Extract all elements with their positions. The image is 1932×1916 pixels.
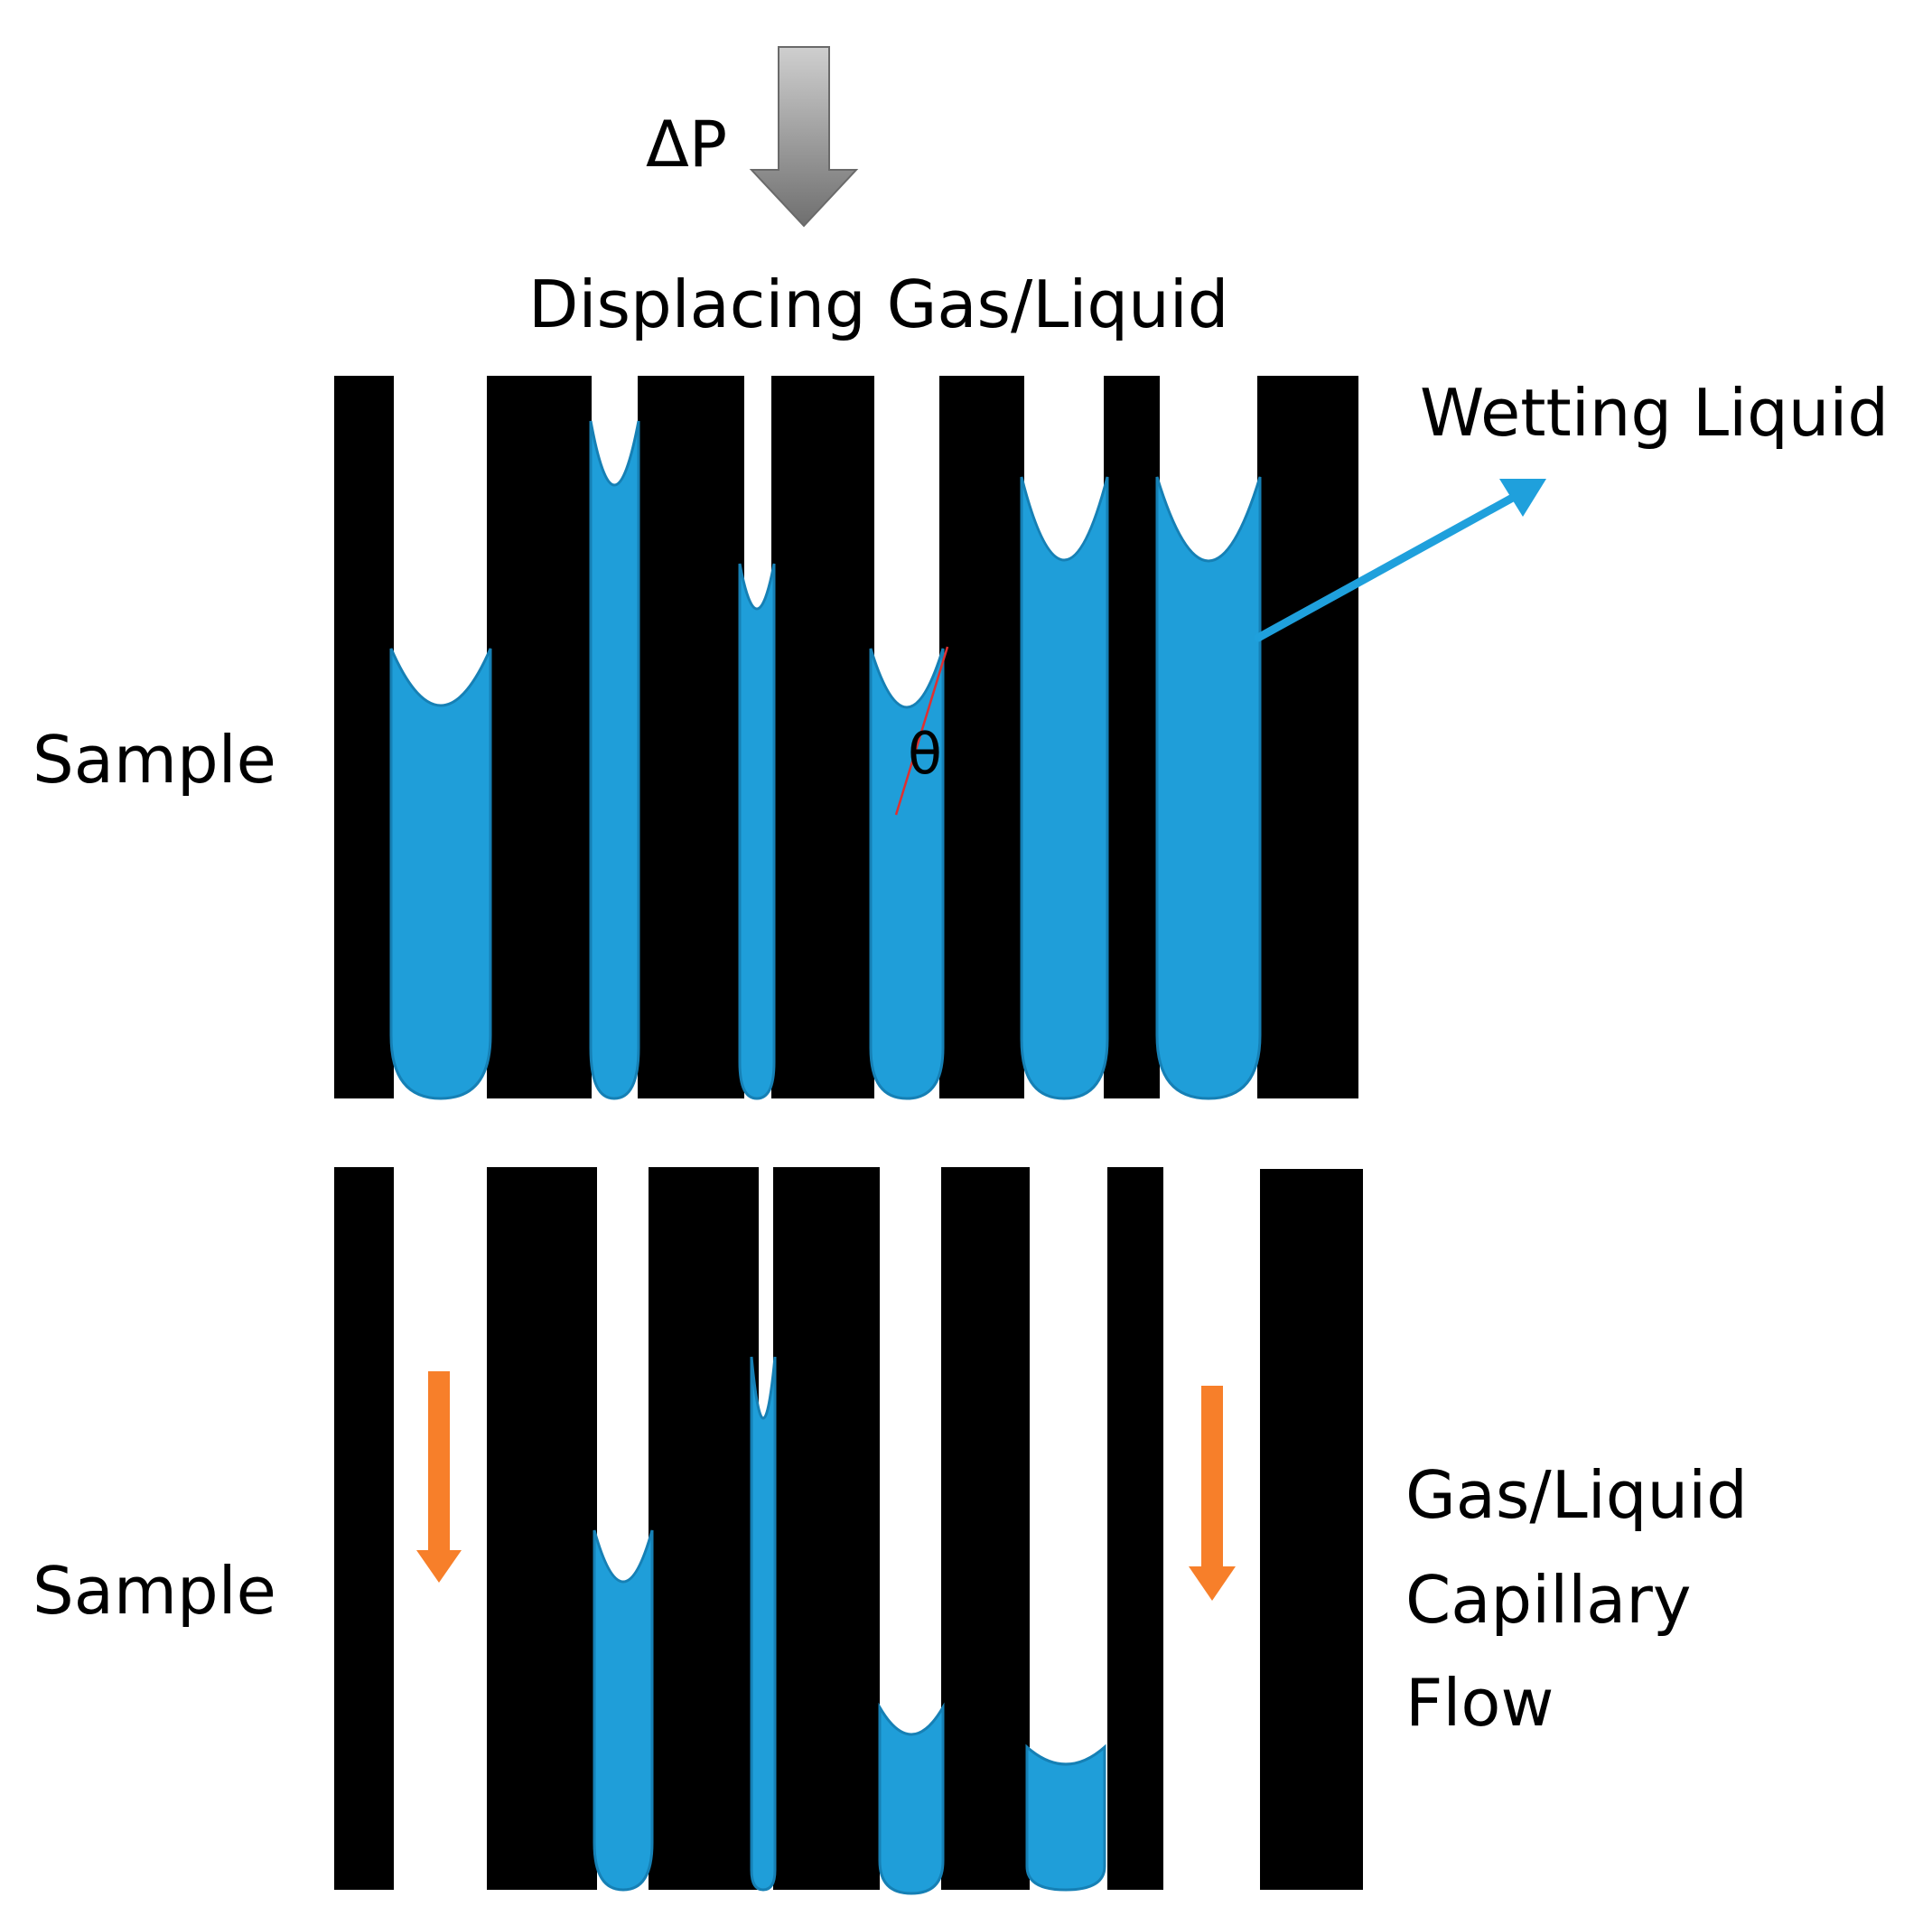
solid-block [334,376,394,1098]
bottom-solid-blocks [334,1167,1363,1890]
top-solid-blocks [334,376,1358,1098]
bottom-liquid-columns [593,1356,1106,1895]
liquid-column [869,648,945,1100]
flow-label-line2: Capillary [1405,1562,1691,1638]
wetting-pointer-arrow-icon [1254,479,1546,642]
liquid-column [878,1702,945,1895]
liquid-column [1025,1743,1106,1892]
liquid-column [1020,476,1109,1100]
flow-label-line1: Gas/Liquid [1405,1457,1748,1533]
solid-block [941,1167,1030,1890]
solid-block [939,376,1024,1098]
solid-block [1260,1169,1363,1890]
solid-block [649,1167,759,1890]
solid-block [773,1167,880,1890]
contact-angle-line [894,646,949,816]
solid-block [1104,376,1160,1098]
wetting-liquid-label: Wetting Liquid [1420,375,1889,451]
solid-block [487,1167,597,1890]
flow-label-line3: Flow [1405,1665,1554,1741]
contact-angle-label: θ [908,721,942,787]
solid-block [1257,376,1358,1098]
liquid-column [589,420,640,1100]
pressure-label: ΔP [646,107,727,182]
displacing-fluid-label: Displacing Gas/Liquid [528,266,1228,342]
solid-block [487,376,592,1098]
liquid-column [389,648,492,1100]
liquid-column [738,563,776,1100]
solid-block [771,376,874,1098]
flow-arrow-left-icon [416,1371,462,1583]
solid-block [638,376,744,1098]
bottom-sample [334,1167,1363,1895]
bottom-sample-label: Sample [33,1553,276,1629]
top-sample-label: Sample [33,722,276,798]
top-sample: θ [334,376,1358,1100]
solid-block [334,1167,394,1890]
liquid-column [1155,476,1262,1100]
top-liquid-columns [389,420,1262,1100]
solid-block [1107,1167,1163,1890]
pressure-arrow-icon [749,46,859,228]
flow-arrow-right-icon [1189,1386,1236,1601]
liquid-column [750,1356,777,1892]
liquid-column [593,1529,654,1892]
